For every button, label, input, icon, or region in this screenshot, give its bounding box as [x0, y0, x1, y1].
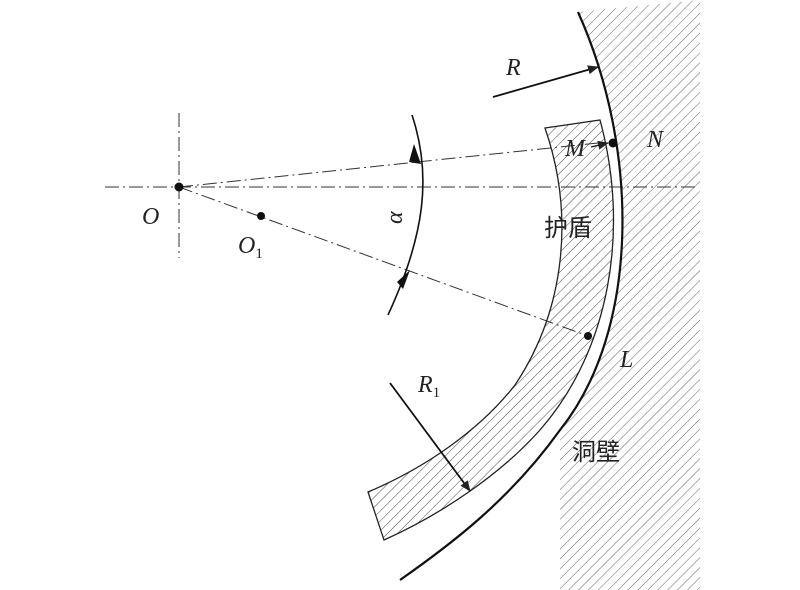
point-o-dot: [174, 182, 184, 192]
hole-wall-arc: [399, 11, 624, 581]
alpha-arrow-top-icon: [409, 144, 421, 164]
point-n-dot: [608, 138, 618, 148]
point-l-dot: [584, 332, 592, 340]
alpha-arrow-bottom-icon: [397, 270, 410, 289]
label-o1-subscript: 1: [255, 246, 263, 262]
label-alpha: α: [382, 211, 408, 224]
radius-r-arrow: [492, 65, 599, 98]
label-r1: R1: [417, 372, 440, 401]
label-o1: O1: [238, 233, 263, 262]
label-shield: 护盾: [544, 214, 592, 242]
label-wall: 洞壁: [572, 438, 620, 466]
label-r1-subscript: 1: [433, 385, 441, 401]
label-o: O: [142, 204, 159, 230]
alpha-angle-arc: [387, 114, 424, 316]
radial-line-to-m: [178, 142, 599, 188]
label-r: R: [505, 55, 521, 81]
label-r1-letter: R: [417, 372, 433, 398]
shield-segment: [367, 119, 615, 541]
point-m-arrow: [590, 140, 609, 150]
label-o1-letter: O: [238, 233, 255, 259]
radial-line-to-l: [178, 186, 589, 337]
point-o1-dot: [257, 212, 265, 220]
radius-r1-arrow: [389, 382, 471, 492]
label-n: N: [646, 127, 665, 153]
label-m: M: [564, 136, 587, 162]
label-l: L: [619, 347, 633, 373]
